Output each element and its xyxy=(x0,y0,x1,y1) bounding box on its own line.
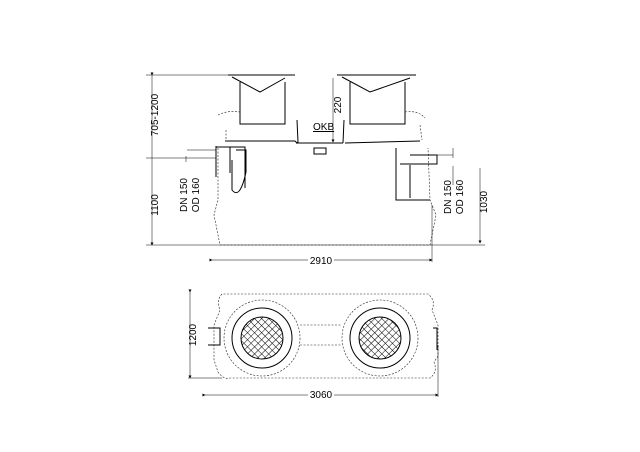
dim-height-cover: 705-1200 xyxy=(150,93,161,136)
shaft-right xyxy=(337,74,416,125)
dim-outlet-height: 1030 xyxy=(479,190,490,213)
inlet-od: OD 160 xyxy=(191,177,202,212)
dim-shaft: 220 xyxy=(333,96,344,113)
dim-height-body: 1100 xyxy=(150,194,161,216)
vent-pipe xyxy=(313,147,327,155)
plan-view: 1200 3060 xyxy=(188,289,439,401)
tank-top xyxy=(225,119,421,144)
dim-length-side: 2910 xyxy=(310,256,333,267)
dim-length-plan: 3060 xyxy=(310,390,333,401)
tank-body-outline xyxy=(213,147,437,246)
shaft-left xyxy=(228,74,295,125)
inlet-dn: DN 150 xyxy=(179,178,190,212)
manhole-right xyxy=(341,299,419,377)
outlet-pipe xyxy=(395,148,438,201)
tank-plan-outline xyxy=(213,293,439,379)
outlet-od: OD 160 xyxy=(455,179,466,214)
dim-width: 1200 xyxy=(188,323,199,346)
inlet-pipe xyxy=(215,146,247,194)
side-view: 705-1200 1100 220 OKB DN 150 OD 160 DN 1… xyxy=(146,72,490,267)
manhole-left xyxy=(223,299,301,377)
outlet-dn: DN 150 xyxy=(443,180,454,214)
label-okb: OKB xyxy=(313,122,334,133)
